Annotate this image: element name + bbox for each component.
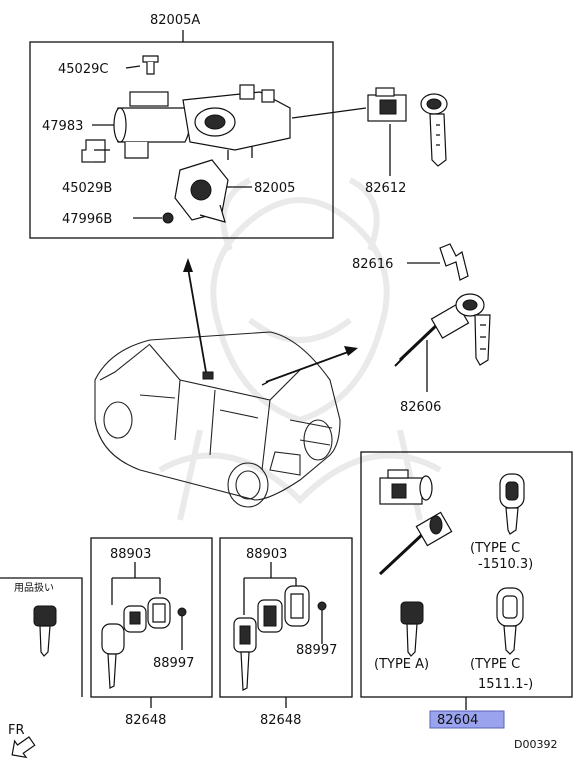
screw-88997-icon [177,607,187,650]
type-c-key-new-icon [496,587,524,655]
label-82005a[interactable]: 82005A [150,13,200,28]
front-arrow-icon [11,736,36,759]
arrow-head-right [344,346,358,356]
steering-lock-housing-icon [113,91,191,159]
watermark-emblem [158,177,442,521]
ignition-cylinder-body-icon [182,84,291,160]
label-type-c-2-range[interactable]: 1511.1-) [478,677,533,692]
label-45029b[interactable]: 45029B [62,181,112,196]
accessory-bracket [0,577,83,697]
label-82612[interactable]: 82612 [365,181,406,196]
screw-88997-icon-2 [317,601,327,644]
arrow-to-door-lock [265,351,349,383]
label-box2-88903[interactable]: 88903 [246,547,287,562]
arrow-head-up [183,258,193,272]
diagram-code: D00392 [514,738,557,751]
leader-to-82612 [291,107,367,119]
key-set-box-2: 88903 88997 82648 [219,537,353,728]
ignition-location-marker [202,371,214,380]
part-highlight [429,710,505,729]
label-handling[interactable]: 用品扱い [14,582,54,594]
label-box2-88997[interactable]: 88997 [296,643,337,658]
label-type-c-1[interactable]: (TYPE C [470,541,520,556]
label-82606[interactable]: 82606 [400,400,441,415]
smart-key-icon [233,585,310,691]
accessory-key-group: 用品扱い [0,577,83,697]
label-47983[interactable]: 47983 [42,119,83,134]
label-45029c[interactable]: 45029C [58,62,108,77]
assembly-frame [29,41,334,239]
label-82005[interactable]: 82005 [254,181,295,196]
key-cylinder-icon [367,87,448,167]
label-box1-82648[interactable]: 82648 [125,713,166,728]
label-82604[interactable]: 82604 [437,713,478,728]
label-82616[interactable]: 82616 [352,257,393,272]
label-fr: FR [8,723,25,738]
label-type-c-2[interactable]: (TYPE C [470,657,520,672]
label-type-c-1-range[interactable]: -1510.3) [478,557,533,572]
box3-key-cylinder-icon [379,469,433,505]
lock-set-box: (TYPE C -1510.3) (TYPE A) (TYPE C 1511.1… [360,451,573,729]
door-lock-cylinder-icon [394,293,491,367]
screw-47996b-icon [162,212,174,224]
key-cylinder-82612-group: 82612 [365,87,448,196]
ignition-assembly-group: 82005A 45029C 47983 45029B [29,13,367,239]
front-direction-marker: FR [8,723,36,759]
arrow-to-assembly [187,267,207,373]
label-box2-82648[interactable]: 82648 [260,713,301,728]
door-lock-cylinder-group: 82616 82606 [352,243,491,415]
box1-leaders [111,562,161,605]
label-type-a[interactable]: (TYPE A) [374,657,429,672]
leader-45029c [125,65,141,69]
box3-door-cylinder-icon [378,511,453,576]
bolt-45029b-icon [81,139,110,163]
vehicle-outline [94,331,341,508]
callout-arrows [183,258,358,383]
type-a-key-icon [400,601,424,657]
box2-leaders [243,562,297,615]
key-set-box-1: 88903 88997 82648 [90,537,213,728]
ignition-switch-icon [174,159,229,223]
label-47996b[interactable]: 47996B [62,212,112,227]
label-box1-88903[interactable]: 88903 [110,547,151,562]
blank-key-icon [33,605,57,657]
bolt-45029c-icon [142,55,159,75]
label-box1-88997[interactable]: 88997 [153,656,194,671]
remote-key-icon [101,597,171,689]
type-c-key-old-icon [499,473,525,535]
retainer-clip-icon [439,243,469,281]
